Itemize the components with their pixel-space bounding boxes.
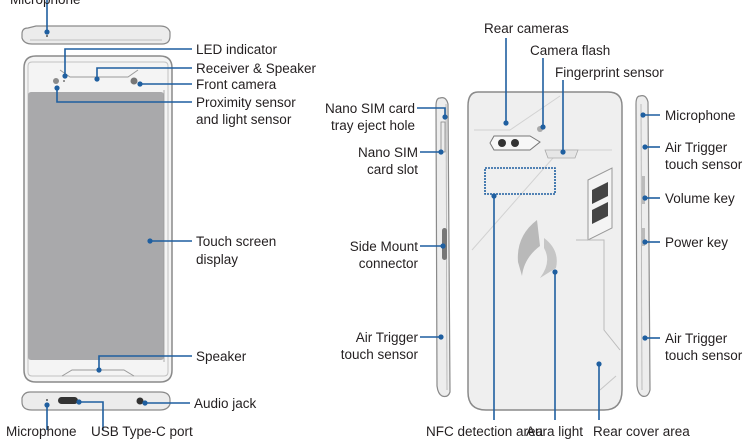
- proximity-sensor: [53, 78, 59, 84]
- front-view: [23, 55, 173, 383]
- rear-camera-lens-2: [511, 139, 519, 147]
- label-air-trigger-right-top-2: touch sensor: [665, 157, 743, 172]
- label-bottom-microphone: Microphone: [6, 424, 77, 439]
- label-led-indicator: LED indicator: [196, 42, 278, 57]
- label-front-camera: Front camera: [196, 77, 277, 92]
- rog-logo: [517, 220, 557, 278]
- top-microphone-hole: [46, 35, 48, 37]
- label-air-trigger-right-top-1: Air Trigger: [665, 140, 728, 155]
- rear-view: [467, 91, 623, 411]
- front-camera-lens: [130, 77, 138, 85]
- rear-camera-lens-1: [498, 139, 506, 147]
- label-air-trigger-right-bot-2: touch sensor: [665, 348, 743, 363]
- label-air-trigger-left-1: Air Trigger: [355, 330, 418, 345]
- callouts: [46, 0, 660, 430]
- label-side-mount-1: Side Mount: [349, 239, 418, 254]
- label-side-mount-2: connector: [358, 256, 418, 271]
- led-dot: [63, 80, 65, 82]
- bottom-edge-view: [21, 391, 171, 411]
- usb-port: [58, 397, 78, 404]
- label-air-trigger-right-bot-1: Air Trigger: [665, 331, 728, 346]
- top-edge-view: [21, 25, 171, 45]
- right-side-view: [635, 95, 651, 397]
- label-microphone-right: Microphone: [665, 108, 736, 123]
- label-rear-cover: Rear cover area: [593, 424, 690, 439]
- audio-jack-hole: [136, 397, 144, 405]
- label-touch-screen-2: display: [196, 252, 239, 267]
- label-top-microphone: Microphone: [10, 0, 81, 8]
- label-sim-eject-1: Nano SIM card: [324, 101, 415, 116]
- label-sim-slot-2: card slot: [366, 162, 418, 177]
- label-touch-screen-1: Touch screen: [196, 234, 277, 249]
- label-receiver-speaker: Receiver & Speaker: [196, 61, 317, 76]
- label-proximity-sensor-2: and light sensor: [196, 112, 292, 127]
- bottom-microphone-hole: [46, 399, 48, 401]
- callout-dots: [44, 29, 648, 408]
- label-air-trigger-left-2: touch sensor: [340, 347, 418, 362]
- label-proximity-sensor-1: Proximity sensor: [196, 95, 296, 110]
- volume-key: [642, 176, 645, 204]
- screen: [28, 92, 164, 360]
- label-sim-slot-1: Nano SIM: [357, 145, 418, 160]
- label-usb-port: USB Type-C port: [91, 424, 193, 439]
- nfc-area-box: [484, 167, 556, 195]
- label-audio-jack: Audio jack: [194, 396, 257, 411]
- label-speaker: Speaker: [196, 349, 247, 364]
- label-sim-eject-2: tray eject hole: [330, 118, 415, 133]
- power-key: [642, 228, 645, 246]
- label-aura-light: Aura light: [526, 424, 584, 439]
- label-camera-flash: Camera flash: [530, 43, 611, 58]
- label-rear-cameras: Rear cameras: [484, 21, 569, 36]
- label-volume-key: Volume key: [665, 191, 735, 206]
- phone-diagram: [21, 0, 660, 430]
- label-fingerprint-sensor: Fingerprint sensor: [555, 65, 664, 80]
- label-power-key: Power key: [665, 235, 729, 250]
